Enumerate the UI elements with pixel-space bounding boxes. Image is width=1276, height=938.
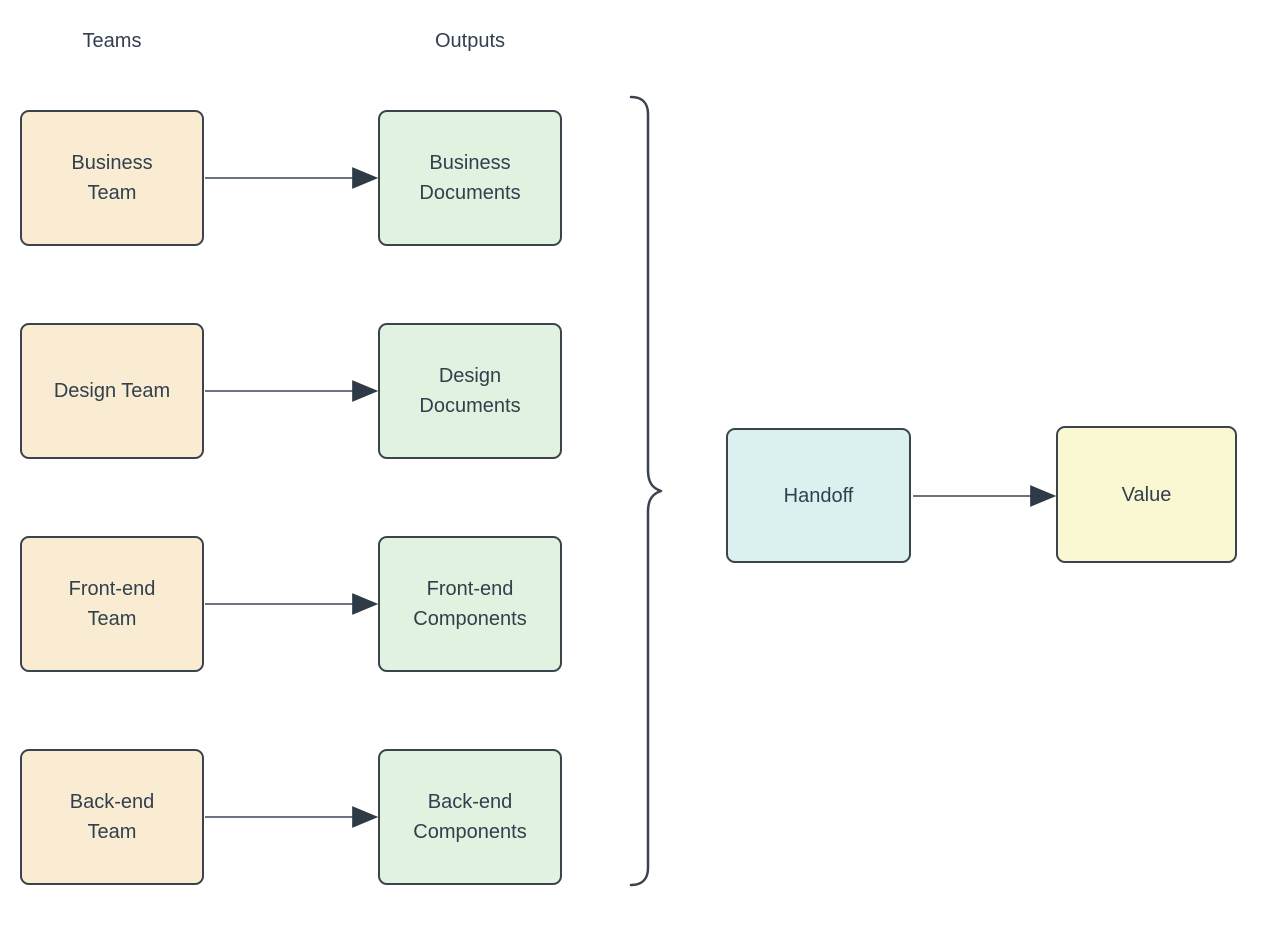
node-design-team: Design Team [20,323,204,459]
node-front-end-components: Front-end Components [378,536,562,672]
node-handoff: Handoff [726,428,911,563]
node-value: Value [1056,426,1237,563]
outputs-column-header: Outputs [434,30,506,52]
node-back-end-components: Back-end Components [378,749,562,885]
node-design-documents: Design Documents [378,323,562,459]
node-business-documents: Business Documents [378,110,562,246]
teams-column-header: Teams [82,30,142,52]
node-front-end-team: Front-end Team [20,536,204,672]
node-business-team: Business Team [20,110,204,246]
right-curly-brace-icon [629,95,663,887]
node-back-end-team: Back-end Team [20,749,204,885]
